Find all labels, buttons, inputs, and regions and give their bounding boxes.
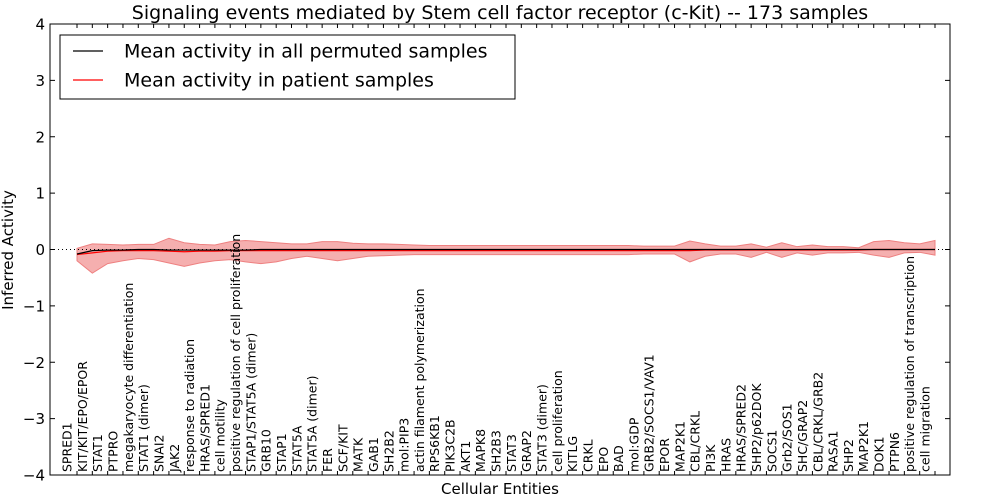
x-tick-label: SH2B3 [489,430,504,472]
x-tick-label: DOK1 [872,436,887,472]
y-tick-label: −2 [23,354,45,372]
x-tick-label: SPRED1 [60,422,75,472]
x-tick-label: positive regulation of cell proliferatio… [228,234,243,472]
x-tick-label: cell migration [918,386,933,472]
axes-layer: −4 −3 −2 −1 0 1 2 3 4 [23,16,951,485]
x-tick-label: MAPK8 [473,429,488,472]
x-tick-label: mol:GDP [626,417,641,472]
x-tick-label: STAT1 (dimer) [136,384,151,472]
x-tick-label: SCF/KIT [335,424,350,472]
x-tick-label: EPOR [657,438,672,472]
x-tick-label: GRB10 [259,429,274,472]
legend: Mean activity in all permuted samplesMea… [59,34,516,100]
legend-entry: Mean activity in all permuted samples [124,41,487,63]
x-tick-label: mol:PIP3 [397,418,412,472]
x-tick-label: EPO [596,447,611,472]
y-tick-label: −4 [23,467,45,485]
x-axis-label: Cellular Entities [441,480,559,498]
permuted-mean-line [76,248,935,255]
x-tick-label: CRKL [580,439,595,472]
x-tick-label: GRAP2 [519,430,534,472]
x-tick-label: SHC/GRAP2 [795,400,810,472]
x-tick-label: HRAS/SPRED2 [734,384,749,472]
patient-confidence-band [76,237,936,274]
x-tick-label: SNAI2 [151,435,166,472]
y-tick-label: 3 [35,72,45,90]
x-tick-label: STAP1 [274,433,289,472]
y-tick-label: 0 [35,241,45,259]
x-tick-label: GAB1 [366,437,381,472]
x-tick-label: megakaryocyte differentiation [121,283,136,472]
chart-title: Signaling events mediated by Stem cell f… [132,2,868,24]
y-tick-label: −1 [23,297,45,315]
legend-box [59,34,516,100]
x-tick-label: cell proliferation [550,370,565,472]
x-tick-label: HRAS [718,438,733,472]
x-tick-label: SHP2 [841,439,856,472]
x-tick-label: FER [320,448,335,472]
y-tick-label: 1 [35,185,45,203]
y-axis-label: Inferred Activity [0,190,17,310]
x-tick-label: BAD [611,445,626,472]
y-tick-label: 2 [35,128,45,146]
series-line-layer [76,248,935,256]
x-tick-label: CBL/CRKL [688,411,703,472]
x-tick-label: AKT1 [458,441,473,472]
x-tick-label: STAT1 [90,434,105,472]
x-tick-label: STAT3 [504,434,519,472]
y-tick-label: −3 [23,410,45,428]
x-tick-label: KITLG [565,436,580,472]
x-tick-label: Grb2/SOS1 [780,403,795,472]
x-tick-label: SHP2/p62DOK [749,383,764,472]
x-tick-label: PTPN6 [887,432,902,472]
legend-entry: Mean activity in patient samples [124,70,434,92]
x-tick-label: MAP2K1 [856,421,871,472]
y-tick-label: 4 [35,16,45,34]
x-tick-label: PI3K [703,444,718,472]
x-tick-label: MAP2K1 [672,421,687,472]
x-tick-label: CBL/CRKL/GRB2 [810,372,825,472]
x-tick-label: RPS6KB1 [427,415,442,472]
x-tick-label: PTPRO [105,431,120,472]
x-tick-label: cell motility [213,398,228,472]
x-tick-label: STAT5A [289,425,304,472]
x-tick-label: PIK3C2B [443,419,458,472]
x-tick-label: JAK2 [167,444,182,473]
x-tick-label: KIT/KIT/EPO/EPOR [75,361,90,472]
x-tick-label: GRB2/SOCS1/VAV1 [642,354,657,472]
x-tick-label: STAT3 (dimer) [534,384,549,472]
x-tick-label: SH2B2 [381,430,396,472]
x-tick-label: RASA1 [826,431,841,472]
x-tick-label: actin filament polymerization [412,288,427,472]
x-tick-label: MATK [351,437,366,472]
x-tick-label: STAT5A (dimer) [305,376,320,472]
x-tick-label: STAP1/STAT5A (dimer) [243,333,258,472]
x-tick-label: positive regulation of transcription [902,256,917,472]
x-tick-label: response to radiation [182,339,197,472]
x-tick-label: HRAS/SPRED1 [197,384,212,472]
x-tick-label: SOCS1 [764,430,779,472]
confidence-band-layer [76,237,936,274]
